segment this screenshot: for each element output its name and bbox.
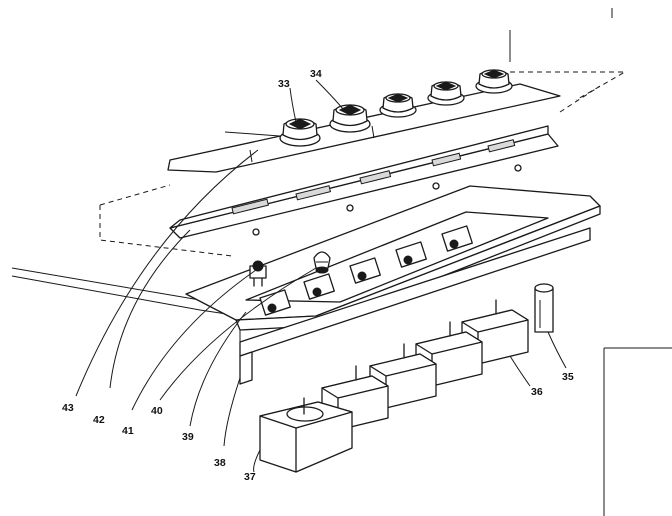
label-35: 35 xyxy=(562,371,574,383)
label-37: 37 xyxy=(244,471,256,483)
label-42: 42 xyxy=(93,414,105,426)
label-41: 41 xyxy=(122,425,134,437)
leader-lines xyxy=(75,79,567,473)
slotted-plate-42 xyxy=(169,125,559,239)
label-33: 33 xyxy=(278,78,290,90)
knob-4 xyxy=(427,81,465,106)
knob-row xyxy=(279,69,513,147)
label-38: 38 xyxy=(214,457,226,469)
panel-outline-43 xyxy=(99,71,627,257)
bracket-38 xyxy=(239,227,591,385)
label-39: 39 xyxy=(182,431,194,443)
unit-37 xyxy=(259,397,353,473)
unit-row xyxy=(259,299,529,473)
label-36: 36 xyxy=(531,386,543,398)
knob-1 xyxy=(279,118,321,147)
knob-5 xyxy=(475,69,513,94)
knob-2 xyxy=(329,104,371,133)
label-40: 40 xyxy=(151,405,163,417)
post-35 xyxy=(534,283,554,333)
edge-marks xyxy=(509,8,672,516)
knob-3 xyxy=(379,93,417,118)
socket-row xyxy=(259,225,473,316)
label-43: 43 xyxy=(62,402,74,414)
part-labels: 33 34 35 36 37 38 39 40 41 42 43 xyxy=(62,68,574,483)
label-34: 34 xyxy=(310,68,322,80)
fitting-41 xyxy=(313,251,331,274)
fitting-40 xyxy=(249,260,267,287)
